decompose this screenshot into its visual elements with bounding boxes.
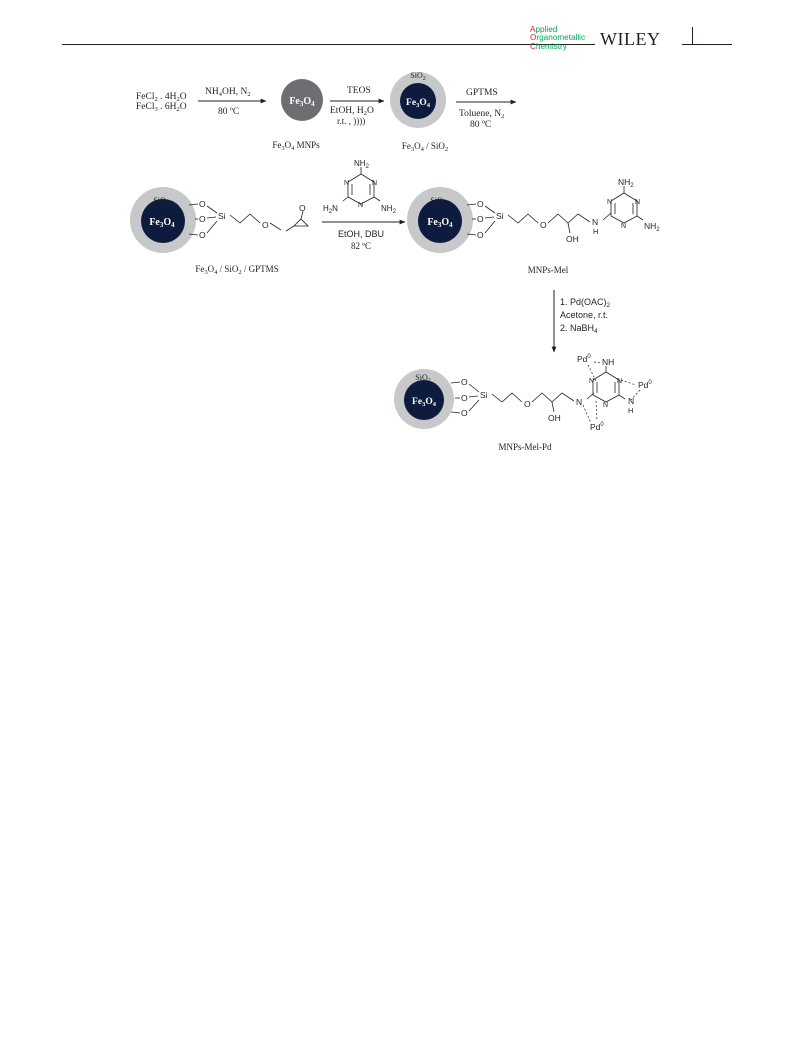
label-fe3o4-mnps: Fe3O4 MNPs <box>272 140 320 152</box>
journal-initial-a: A <box>530 25 536 34</box>
svg-text:OH: OH <box>548 413 561 423</box>
svg-text:O: O <box>540 220 547 230</box>
svg-text:NH2: NH2 <box>354 159 370 170</box>
coated-particle-4: SiO2 Fe3O4 <box>394 369 454 429</box>
svg-text:N: N <box>603 402 608 409</box>
svg-text:O: O <box>477 230 484 240</box>
svg-text:N: N <box>372 180 377 187</box>
step2-reagent-bottom: r.t. , )))) <box>337 116 365 126</box>
mel-linker: O O O Si O OH N H NH2 NH2 N N N <box>466 177 660 244</box>
svg-text:NH2: NH2 <box>618 177 634 189</box>
step4-temperature: 82 ºC <box>351 241 371 251</box>
svg-text:O: O <box>461 377 468 387</box>
step5-line2: Acetone, r.t. <box>560 310 608 320</box>
step2-arrow: TEOS EtOH, H2O r.t. , )))) <box>330 86 385 126</box>
svg-text:O: O <box>461 408 468 418</box>
bare-fe3o4-particle: Fe3O4 <box>281 79 323 121</box>
svg-text:H: H <box>628 406 633 415</box>
melamine-reagent: NH2 H2N NH2 N N N <box>323 159 397 215</box>
svg-text:Fe3O4: Fe3O4 <box>427 217 453 229</box>
svg-text:N: N <box>621 223 626 230</box>
journal-initial-o: O <box>530 33 537 43</box>
step5-line1: 1. Pd(OAC)2 <box>560 297 611 309</box>
svg-text:Fe3O4: Fe3O4 <box>412 397 437 408</box>
svg-text:SiO2: SiO2 <box>410 71 425 82</box>
svg-text:Pd0: Pd0 <box>577 354 591 364</box>
svg-text:Pd0: Pd0 <box>638 380 652 390</box>
journal-initial-c: C <box>530 41 536 51</box>
svg-text:SiO2: SiO2 <box>430 196 445 207</box>
svg-text:N: N <box>589 378 594 385</box>
svg-text:O: O <box>262 220 269 230</box>
step4-arrow: EtOH, DBU 82 ºC <box>322 219 406 251</box>
svg-text:NH: NH <box>602 357 614 367</box>
step2-reagent-mid: EtOH, H2O <box>330 106 374 117</box>
svg-text:N: N <box>617 378 622 385</box>
step5-line3: 2. NaBH4 <box>560 323 598 335</box>
journal-logo: Applied Organometallic Chemistry <box>530 25 586 51</box>
svg-text:N: N <box>607 199 612 206</box>
svg-text:H: H <box>593 227 598 236</box>
svg-text:O: O <box>199 230 206 240</box>
header-rule-left <box>62 44 595 45</box>
svg-text:Fe3O4: Fe3O4 <box>149 217 175 229</box>
header-vertical-bar <box>692 27 693 44</box>
gptms-linker: O O O Si O O <box>188 199 309 240</box>
svg-text:O: O <box>199 199 206 209</box>
coated-particle-3: SiO2 Fe3O4 <box>407 187 473 253</box>
svg-text:N: N <box>592 217 598 227</box>
svg-text:FeCl2 . 4H2O: FeCl2 . 4H2O <box>136 92 187 103</box>
step2-reagent-top: TEOS <box>347 86 371 96</box>
reactant-fecl3: FeCl3 . 6H2O <box>136 102 187 113</box>
header-rule-right <box>682 44 732 45</box>
svg-text:Pd0: Pd0 <box>590 422 604 432</box>
svg-text:NH2: NH2 <box>644 221 660 233</box>
journal-word-organometallic: rganometallic <box>536 33 586 43</box>
step1-reagent-top: NH4OH, N2 <box>205 87 251 98</box>
step3-arrow: GPTMS Toluene, N2 80 ºC <box>456 88 517 130</box>
svg-text:Si: Si <box>480 390 488 400</box>
svg-text:Fe3O4: Fe3O4 <box>289 96 315 108</box>
svg-text:N: N <box>358 202 363 209</box>
svg-text:N: N <box>576 397 582 407</box>
svg-text:O: O <box>524 399 531 409</box>
svg-text:NH2: NH2 <box>381 204 397 215</box>
svg-text:N: N <box>635 199 640 206</box>
svg-text:O: O <box>199 214 206 224</box>
svg-text:OH: OH <box>566 234 579 244</box>
svg-text:O: O <box>477 199 484 209</box>
reactant-fecl2: FeCl2 . 4H2O <box>136 92 187 103</box>
step1-reagent-bottom: 80 ºC <box>218 107 239 117</box>
svg-text:FeCl3 . 6H2O: FeCl3 . 6H2O <box>136 102 187 113</box>
label-mnps-mel: MNPs-Mel <box>528 265 569 275</box>
label-fe3o4-sio2: Fe3O4 / SiO2 <box>402 141 448 153</box>
label-fe3o4-sio2-gptms: Fe3O4 / SiO2 / GPTMS <box>195 264 278 276</box>
coated-particle-2: SiO2 Fe3O4 <box>130 187 196 253</box>
svg-text:O: O <box>477 214 484 224</box>
step3-reagent-top: GPTMS <box>466 88 498 98</box>
journal-word-applied: pplied <box>535 25 558 34</box>
svg-text:O: O <box>299 203 306 213</box>
step1-arrow: NH4OH, N2 80 ºC <box>198 87 267 117</box>
svg-text:N: N <box>628 396 634 406</box>
step3-reagent-mid: Toluene, N2 <box>459 109 504 120</box>
svg-text:SiO2: SiO2 <box>415 373 430 384</box>
step5-arrow: 1. Pd(OAC)2 Acetone, r.t. 2. NaBH4 <box>551 290 611 353</box>
coated-particle-1: SiO2 Fe3O4 <box>390 71 446 128</box>
journal-word-chemistry: hemistry <box>535 41 567 51</box>
publisher-logo: WILEY <box>600 29 661 49</box>
svg-text:Fe3O4: Fe3O4 <box>406 98 431 109</box>
mel-pd-linker: O O O Si O OH N Pd0 NH Pd0 N H Pd0 N N N <box>450 354 652 432</box>
svg-text:O: O <box>461 393 468 403</box>
svg-text:N: N <box>344 180 349 187</box>
svg-text:Si: Si <box>218 211 226 221</box>
label-mnps-mel-pd: MNPs-Mel-Pd <box>498 442 552 452</box>
svg-text:H2N: H2N <box>323 204 338 215</box>
step3-reagent-bottom: 80 ºC <box>470 120 491 130</box>
svg-text:Si: Si <box>496 211 504 221</box>
step4-reagent-bottom: EtOH, DBU <box>338 229 384 239</box>
svg-text:SiO2: SiO2 <box>153 196 168 207</box>
